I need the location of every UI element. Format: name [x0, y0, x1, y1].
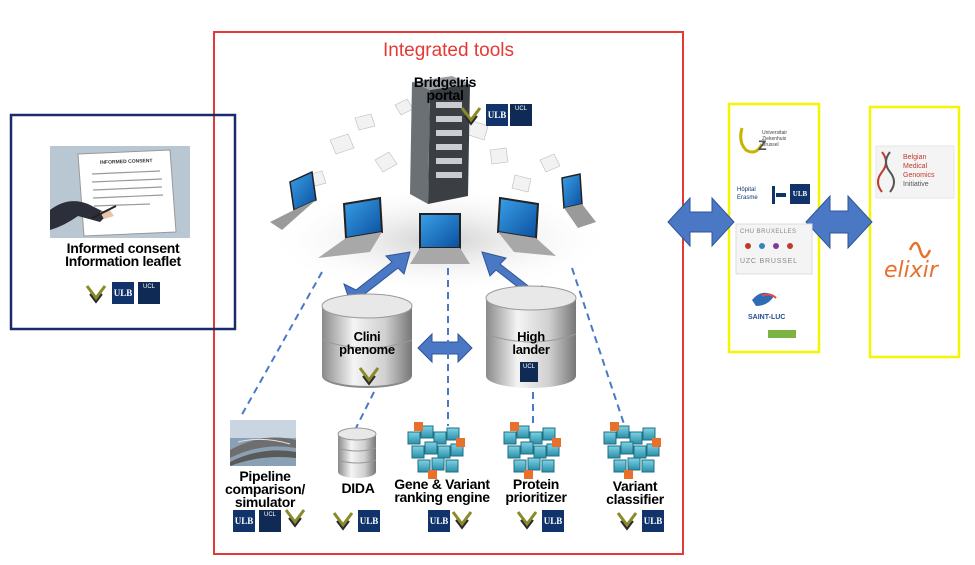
high-lander-label: High lander — [486, 330, 576, 356]
bmgi-line3: Genomics — [903, 172, 935, 179]
bmgi-line4: Initiative — [903, 181, 929, 188]
erasme-line2: Erasme — [737, 195, 758, 201]
integrated-tools-frame — [213, 31, 684, 555]
ulb-logo-variant: ULB — [642, 510, 664, 532]
uz-line1: Universitair — [762, 130, 788, 136]
papers-decoration — [307, 98, 561, 193]
vub-logo-consent — [85, 285, 107, 304]
ulb-logo-gene: ULB — [428, 510, 450, 532]
vub-logo-protein — [516, 511, 538, 530]
saint-luc-text: SAINT-LUC — [748, 314, 786, 321]
laptops — [270, 170, 596, 264]
right-double-arrow — [805, 194, 873, 250]
variant-cubes-icon — [603, 422, 661, 479]
portal-label-line1: BridgeIris — [413, 74, 477, 90]
tool-protein-line2: prioritizer — [505, 489, 567, 505]
chu-text-1: CHU BRUXELLES — [740, 229, 797, 235]
consent-label: Informed consent Information leaflet — [30, 240, 216, 269]
tool-gene-variant-label: Gene & Variant ranking engine — [385, 476, 499, 505]
portal-label: BridgeIris portal — [400, 74, 490, 103]
uz-line2: Ziekenhuis — [762, 136, 787, 142]
elixir-logo-graphics — [908, 241, 932, 259]
clini-label-line2: phenome — [339, 342, 395, 357]
ulb-logo-pipeline: ULB — [233, 510, 255, 532]
vub-logo-dida — [332, 512, 354, 531]
ulb-logo-protein: ULB — [542, 510, 564, 532]
dashed-connectors — [239, 267, 625, 429]
left-double-arrow — [667, 196, 735, 248]
ucl-logo-pipeline: UCL — [259, 510, 281, 532]
server-icon — [410, 76, 470, 204]
tool-pipeline-label: Pipeline comparison/ simulator — [222, 468, 308, 510]
ucl-logo-portal: UCL — [510, 104, 532, 126]
chu-logo-graphics — [735, 223, 813, 275]
clini-phenome-label: Clini phenome — [322, 330, 412, 356]
bmgi-logo-graphics — [875, 145, 955, 199]
vub-logo-portal — [460, 107, 482, 126]
saint-luc-logo-graphics — [752, 292, 796, 338]
vub-logo-clini — [358, 367, 380, 386]
high-label-line2: lander — [512, 342, 550, 357]
tool-pipeline-line2: comparison/ — [225, 481, 305, 497]
tool-dida-label: DIDA — [341, 480, 375, 496]
ucl-logo-highlander: UCL — [520, 362, 538, 382]
pipeline-image — [230, 420, 296, 466]
consent-label-line1: Informed consent — [66, 240, 180, 256]
chu-text-2: UZC BRUSSEL — [740, 258, 798, 265]
ulb-logo-consent: ULB — [112, 282, 134, 304]
partners-frame — [868, 105, 961, 359]
tool-pipeline-line1: Pipeline — [239, 468, 291, 484]
tool-protein-label: Protein prioritizer — [496, 476, 576, 505]
erasme-text: Hôpital Erasme — [737, 186, 758, 202]
tool-protein-line1: Protein — [512, 476, 560, 492]
tool-variant-line2: classifier — [606, 491, 664, 507]
tool-variant-line1: Variant — [612, 478, 658, 494]
vub-logo-pipeline — [284, 509, 306, 528]
protein-cubes-icon — [503, 422, 561, 479]
vub-logo-variant — [616, 512, 638, 531]
portal-label-line2: portal — [426, 87, 464, 103]
consent-label-line2: Information leaflet — [65, 253, 181, 269]
ucl-logo-consent: UCL — [138, 282, 160, 304]
bmgi-line2: Medical — [903, 163, 928, 170]
erasme-logo-mark — [772, 186, 786, 204]
high-label-line1: High — [517, 329, 545, 344]
bmgi-text: Belgian Medical Genomics Initiative — [903, 153, 935, 189]
vub-logo-gene — [451, 511, 473, 530]
clini-label-line1: Clini — [353, 329, 381, 344]
consent-photo — [50, 146, 190, 238]
svg-text:Z: Z — [758, 137, 767, 153]
uz-line3: Brussel — [762, 142, 779, 148]
integrated-tools-title: Integrated tools — [383, 40, 514, 61]
dida-db-icon — [337, 427, 377, 478]
bmgi-line1: Belgian — [903, 154, 927, 161]
elixir-logo-text: elixir — [884, 258, 938, 283]
tool-variant-label: Variant classifier — [598, 478, 672, 507]
ulb-logo-dida: ULB — [358, 510, 380, 532]
tool-pipeline-line3: simulator — [234, 494, 296, 510]
erasme-line1: Hôpital — [737, 187, 756, 193]
ulb-logo-erasme: ULB — [790, 184, 810, 204]
tool-gene-line2: ranking engine — [394, 489, 490, 505]
ulb-logo-portal: ULB — [486, 104, 508, 126]
tool-gene-line1: Gene & Variant — [394, 476, 490, 492]
uz-brussel-text: Universitair Ziekenhuis Brussel — [762, 130, 787, 148]
gene-variant-cubes-icon — [407, 422, 465, 479]
uz-brussel-logo: Z — [739, 127, 767, 154]
consent-frame — [9, 113, 237, 331]
